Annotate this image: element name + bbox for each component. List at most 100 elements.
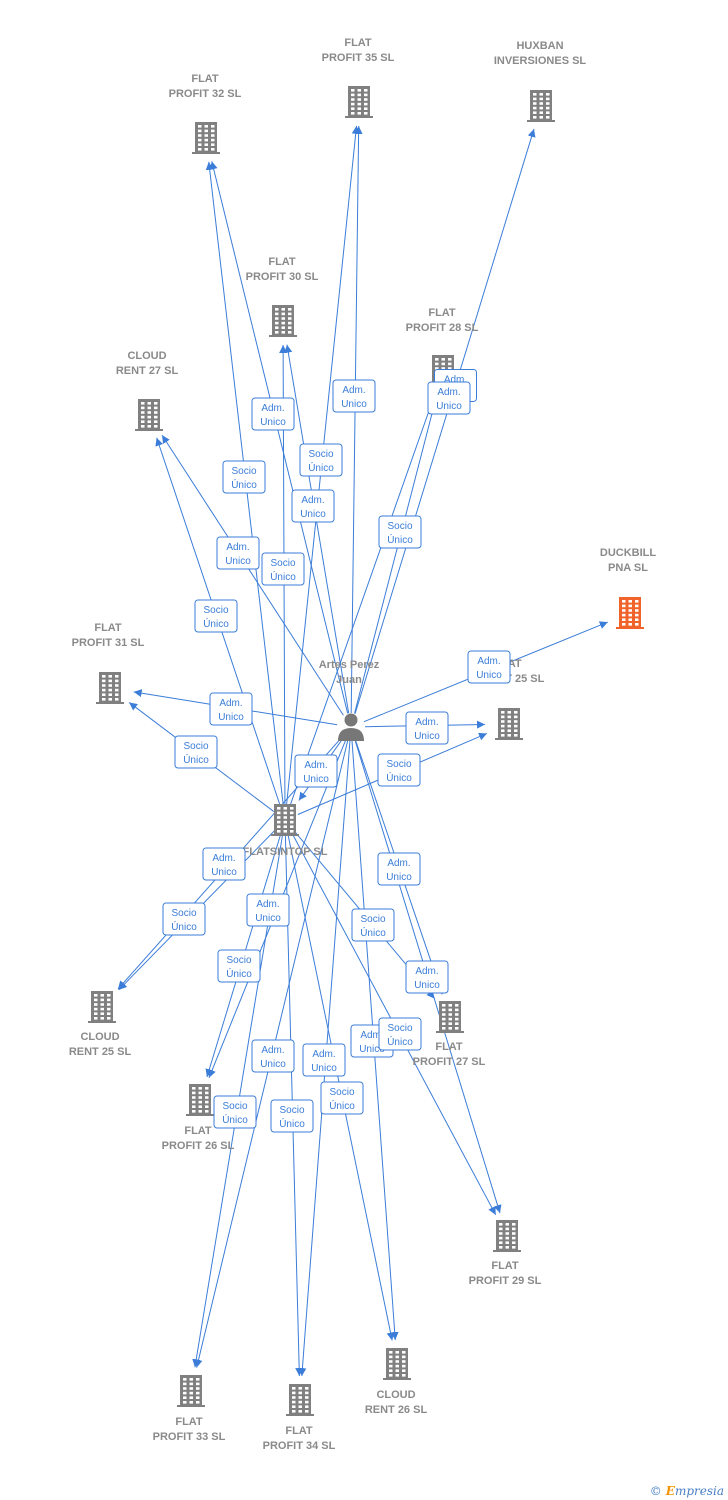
node-label: PROFIT 26 SL xyxy=(162,1140,235,1152)
badge-line: Socio xyxy=(171,908,196,919)
badge-line: Unico xyxy=(359,1044,385,1055)
badge-line: Único xyxy=(222,1113,248,1126)
edge-label-badge[interactable]: Adm.Unico xyxy=(251,397,295,431)
node-label: FLAT xyxy=(191,73,219,85)
badge-line: Adm. xyxy=(360,1030,383,1041)
badge-box xyxy=(213,1095,257,1129)
building-icon xyxy=(436,1001,464,1033)
edge-label-badge[interactable]: Adm.Unico xyxy=(202,847,246,881)
badge-line: Único xyxy=(360,926,386,939)
edge-label-badge[interactable]: Adm.Unico xyxy=(302,1043,346,1077)
node-label: RENT 27 SL xyxy=(116,365,179,377)
edge-label-badge[interactable]: Adm.Unico xyxy=(246,893,290,927)
badge-box xyxy=(251,397,295,431)
empresia-credit[interactable]: ©Empresia xyxy=(650,1484,724,1498)
node-fp26[interactable]: FLAT PROFIT 26 SL xyxy=(162,1084,235,1152)
edge-label-badge[interactable]: Adm.Unico xyxy=(405,711,449,745)
badge-line: Adm. xyxy=(219,698,242,709)
edge-hub-fp28 xyxy=(289,393,437,807)
badge-box xyxy=(378,1017,422,1051)
node-cr27[interactable]: CLOUD RENT 27 SL xyxy=(116,350,179,431)
node-hub[interactable]: FLATSINTOP SL xyxy=(243,804,328,858)
edge-label-badge[interactable]: Adm. Unico xyxy=(216,536,260,570)
edge-label-badge[interactable]: Adm.Unico xyxy=(294,754,338,788)
edge-label-badge[interactable]: Adm.Unico xyxy=(291,489,335,523)
badge-line: Único xyxy=(387,1035,413,1048)
building-icon xyxy=(135,399,163,431)
badge-box xyxy=(209,692,253,726)
edge-label-badge[interactable]: Adm.Unico xyxy=(427,381,471,415)
edge-label-badge[interactable]: Adm.Unico xyxy=(405,960,449,994)
edge-label-badge[interactable]: Adm.Unico xyxy=(332,379,376,413)
node-label: FLAT xyxy=(268,256,296,268)
badge-line: Unico xyxy=(260,1059,286,1070)
badge-line: Único xyxy=(226,967,252,980)
node-label: RENT 25 SL xyxy=(69,1046,132,1058)
badge-line: Adm. xyxy=(387,858,410,869)
node-cr25[interactable]: CLOUD RENT 25 SL xyxy=(69,991,132,1058)
node-label: FLAT xyxy=(184,1125,212,1137)
edge-label-badge[interactable]: Adm.Unico xyxy=(467,650,511,684)
badge-line: Socio xyxy=(226,955,251,966)
badge-box xyxy=(294,754,338,788)
badge-line: Adm. xyxy=(342,385,365,396)
badge-line: Adm. xyxy=(437,387,460,398)
node-label: INVERSIONES SL xyxy=(494,55,587,67)
node-label: CLOUD xyxy=(127,350,166,362)
edge-label-badge[interactable]: Adm. Unico xyxy=(251,1039,295,1073)
badge-line: Adm. xyxy=(304,760,327,771)
badge-line: Adm. xyxy=(301,495,324,506)
badge-line: Adm. xyxy=(226,542,249,553)
building-icon xyxy=(286,1384,314,1416)
badge-line: Unico xyxy=(225,556,251,567)
node-label: CLOUD xyxy=(80,1031,119,1043)
edge-label-badge[interactable]: Adm.Unico xyxy=(209,692,253,726)
building-icon xyxy=(383,1348,411,1380)
badge-line: Unico xyxy=(414,980,440,991)
badge-line: Único xyxy=(329,1099,355,1112)
badge-line: Adm. xyxy=(261,1045,284,1056)
badge-line: Único xyxy=(270,570,296,583)
badge-box xyxy=(246,893,290,927)
edge-p-hux xyxy=(354,128,536,714)
badge-line: Único xyxy=(387,533,413,546)
badge-box xyxy=(251,1039,295,1073)
edge-label-badge[interactable]: Adm.Unico xyxy=(377,852,421,886)
badge-line: Socio xyxy=(231,466,256,477)
node-label: FLAT xyxy=(175,1416,203,1428)
badge-box xyxy=(217,949,261,983)
node-label: FLAT xyxy=(428,307,456,319)
building-icon xyxy=(177,1375,205,1407)
badge-line: Único xyxy=(386,771,412,784)
badge-line: Único xyxy=(279,1117,305,1130)
badge-box xyxy=(351,908,395,942)
node-label: PROFIT 35 SL xyxy=(322,52,395,64)
badge-line: Socio xyxy=(387,521,412,532)
